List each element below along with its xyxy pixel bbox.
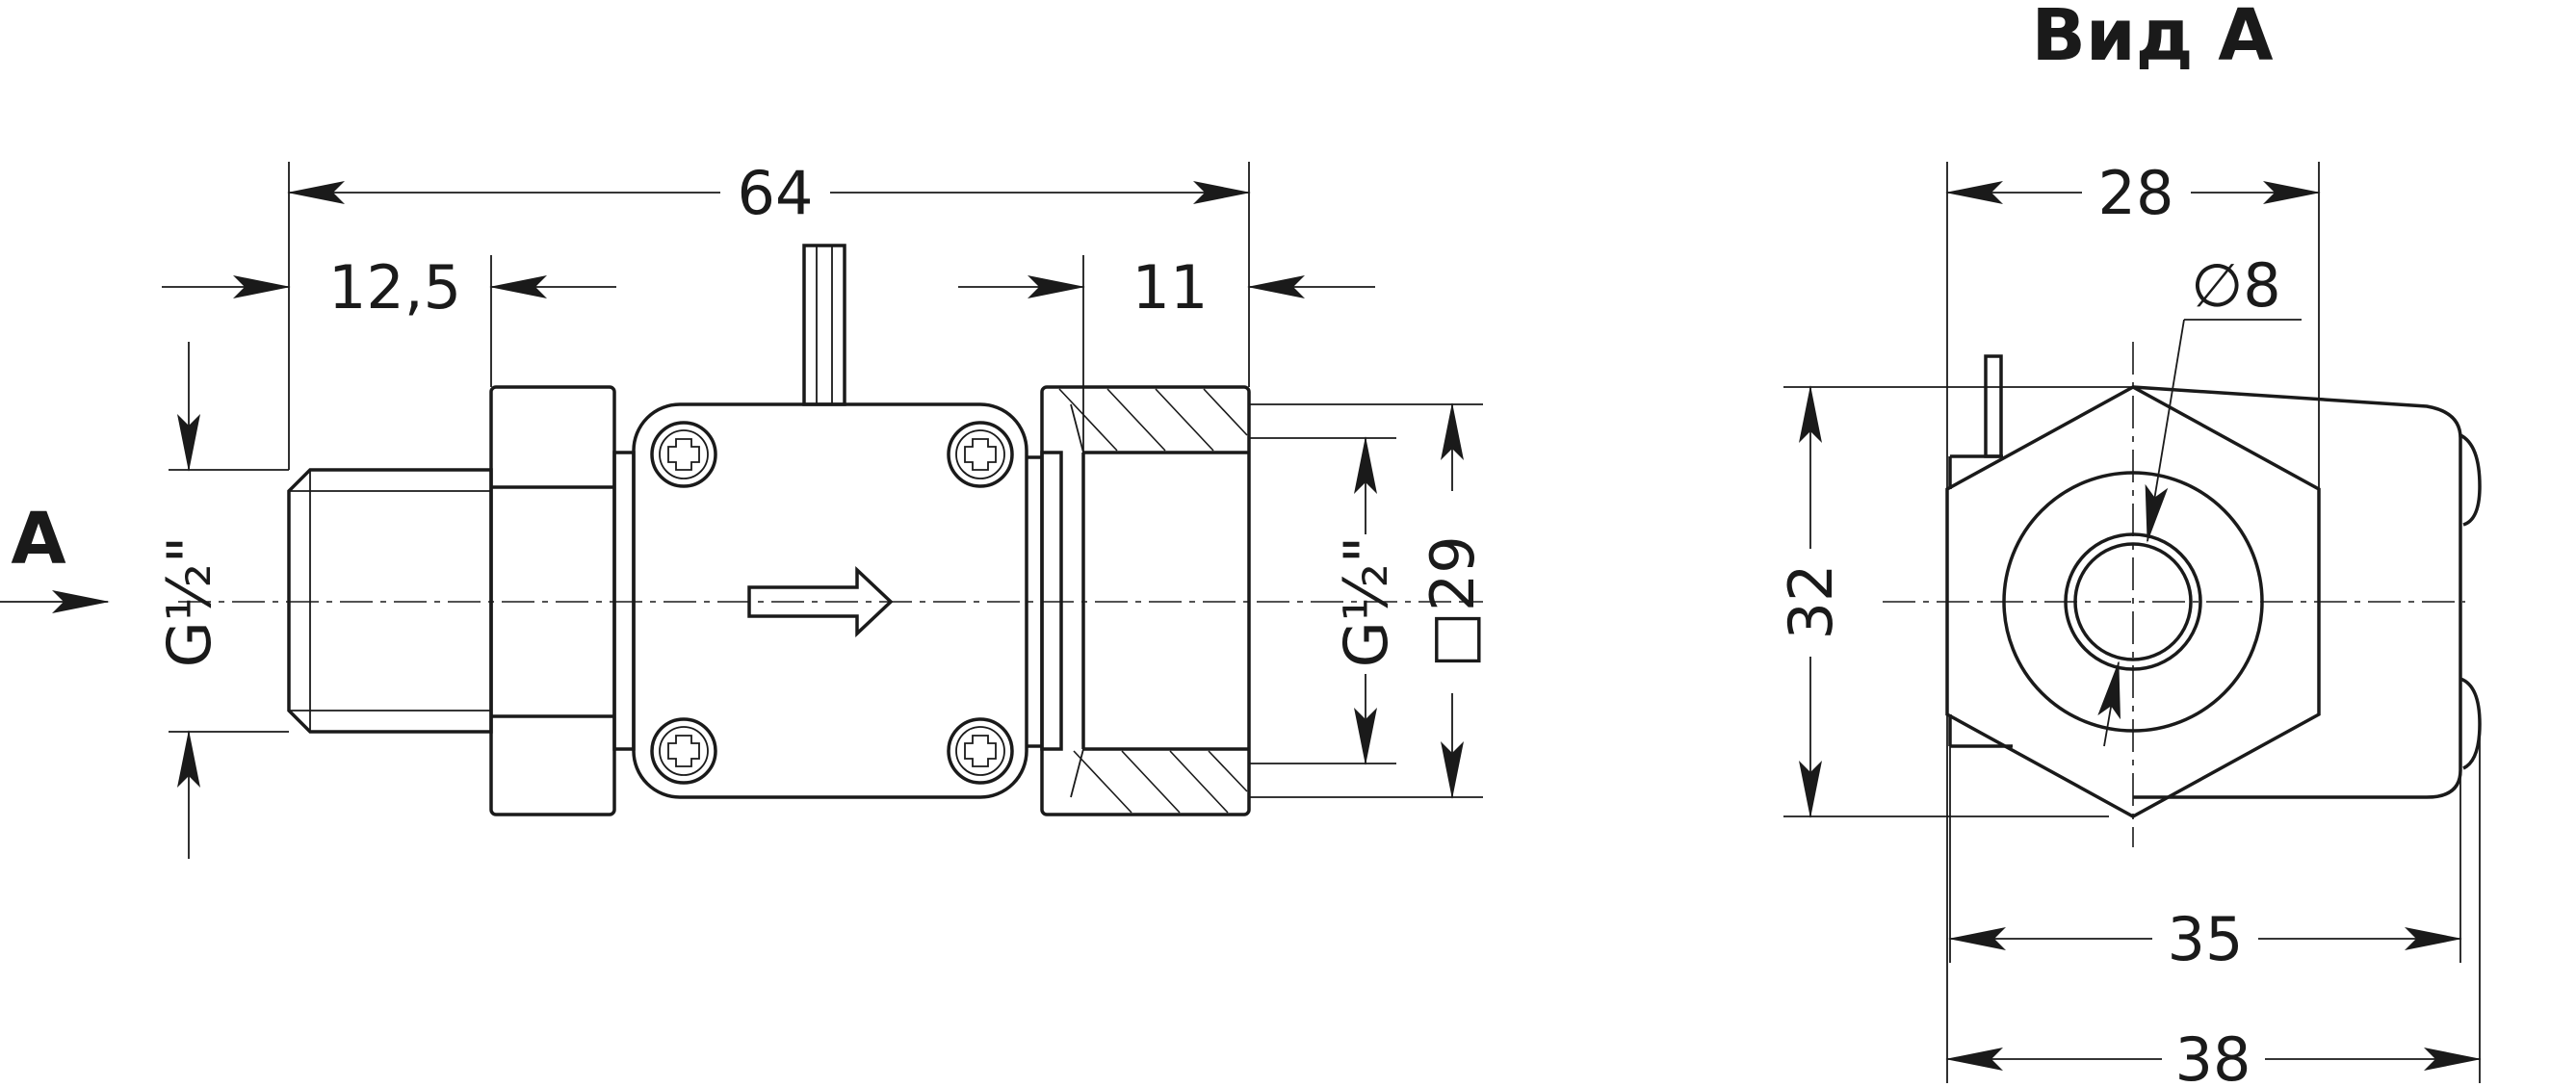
- right-thread-fitting: [1040, 385, 1251, 816]
- dim-12-5: 12,5: [162, 252, 616, 323]
- cable: [802, 244, 846, 406]
- svg-text:35: 35: [2168, 904, 2244, 974]
- view-title: Вид А: [2031, 0, 2273, 77]
- dim-left-thread: G½": [154, 342, 224, 859]
- cable-stub: [1984, 354, 2003, 458]
- dim-right-thread: G½": [1331, 436, 1401, 765]
- dim-32: 32: [1776, 385, 1846, 818]
- svg-text:38: 38: [2175, 1024, 2251, 1087]
- screw-icon: [650, 421, 717, 488]
- svg-text:11: 11: [1132, 252, 1209, 323]
- screw-icon: [947, 421, 1014, 488]
- view-a-label: A: [11, 498, 65, 581]
- sensor-housing: [632, 244, 1063, 799]
- side-extension-lines: [1783, 162, 2481, 1083]
- svg-text:G½": G½": [1331, 536, 1401, 668]
- dim-28: 28: [1945, 158, 2321, 228]
- svg-text:G½": G½": [154, 536, 224, 668]
- outer-ring: [2002, 471, 2264, 733]
- dim-38: 38: [1945, 1024, 2482, 1087]
- dim-bore-8: ∅8: [2097, 250, 2302, 747]
- screw-icon: [650, 717, 717, 785]
- side-view: Вид А: [1776, 0, 2482, 1087]
- dim-64: 64: [287, 158, 1251, 228]
- union-nut: [489, 385, 636, 816]
- front-view: A: [0, 158, 1488, 859]
- left-thread-fitting: [287, 468, 493, 734]
- housing-outline: [1948, 354, 2482, 799]
- svg-text:64: 64: [738, 158, 814, 228]
- dim-square-29: □29: [1418, 402, 1488, 799]
- svg-text:12,5: 12,5: [328, 252, 461, 323]
- dim-35: 35: [1948, 904, 2462, 974]
- svg-text:32: 32: [1776, 564, 1846, 640]
- svg-text:28: 28: [2098, 158, 2174, 228]
- flow-arrow-icon: [747, 565, 894, 638]
- dim-11: 11: [958, 252, 1375, 323]
- bore-outer: [2064, 532, 2202, 671]
- svg-text:∅8: ∅8: [2191, 250, 2280, 321]
- bore-inner: [2073, 542, 2193, 661]
- screw-icon: [947, 717, 1014, 785]
- svg-text:□29: □29: [1418, 535, 1488, 667]
